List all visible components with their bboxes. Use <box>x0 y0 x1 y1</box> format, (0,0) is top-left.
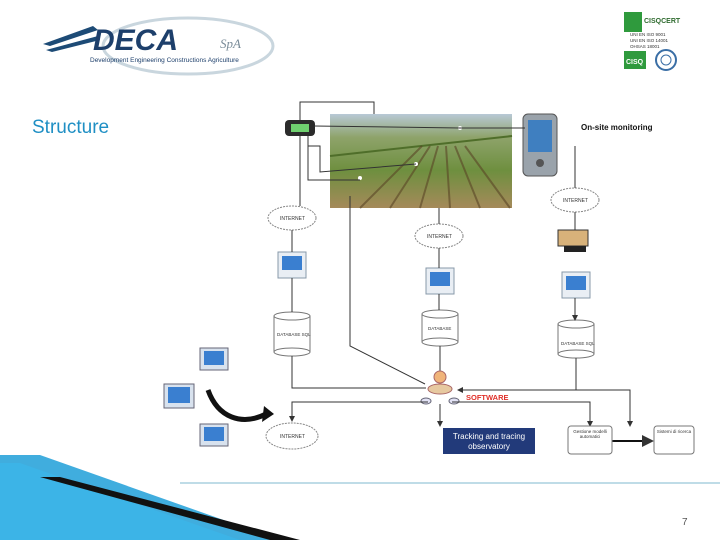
logo-tagline: Development Engineering Constructions Ag… <box>90 57 239 64</box>
laptop-icon-3 <box>199 423 229 447</box>
models-box: Gestione modelli automatici <box>567 425 613 455</box>
pda-icon <box>522 113 558 177</box>
deca-logo: DECA SpA Development Engineering Constru… <box>43 16 275 76</box>
on-site-label: On-site monitoring <box>581 123 653 132</box>
search-label: Sistemi di ricerca <box>656 429 692 434</box>
logo-brand: DECA <box>93 24 178 57</box>
internet-label-3: INTERNET <box>563 198 588 204</box>
cert-line-3: OHSAS 18001 <box>630 44 660 49</box>
observatory-line-1: Tracking and tracing <box>453 432 525 441</box>
models-label: Gestione modelli automatici <box>573 429 607 439</box>
curved-arrow-icon <box>205 389 268 422</box>
slide-title: Structure <box>32 117 110 138</box>
database-1: DATABASE SQL <box>273 311 311 357</box>
gps-device-icon <box>285 120 315 136</box>
logo-swoosh-icon <box>43 26 98 46</box>
telephone-icon <box>557 229 589 252</box>
cert-badge-text: CISQ <box>626 59 644 66</box>
cisqcert-mark-icon <box>624 12 642 32</box>
page-number: 7 <box>682 517 688 528</box>
vineyard-photo <box>329 114 513 209</box>
computer-icon-3 <box>561 271 591 299</box>
user-icon <box>420 370 460 405</box>
database-2: DATABASE <box>421 309 459 347</box>
search-box: Sistemi di ricerca <box>653 425 695 455</box>
database-3: DATABASE SQL <box>557 319 595 359</box>
internet-label-1: INTERNET <box>280 216 305 222</box>
software-label: SOFTWARE <box>466 393 509 402</box>
database-label-3: DATABASE SQL <box>561 341 595 346</box>
iqnet-seal-icon <box>655 49 677 71</box>
observatory-box: Tracking and tracing observatory <box>443 428 535 454</box>
logo-suffix: SpA <box>220 36 241 51</box>
computer-icon-2 <box>425 267 455 295</box>
cert-line-2: UNI EN ISO 14001 <box>630 38 669 43</box>
internet-label-4: INTERNET <box>280 434 305 440</box>
cert-line-1: UNI EN ISO 9001 <box>630 32 666 37</box>
computer-icon-1 <box>277 251 307 279</box>
certification-badge: CISQCERT UNI EN ISO 9001 UNI EN ISO 1400… <box>624 12 681 71</box>
footer-decoration <box>0 455 720 540</box>
cert-brand: CISQCERT <box>644 18 681 25</box>
internet-cloud-3: INTERNET <box>550 187 600 213</box>
internet-cloud-1: INTERNET <box>267 205 317 231</box>
laptop-icon-2 <box>163 383 195 409</box>
internet-label-2: INTERNET <box>427 234 452 240</box>
internet-cloud-4: INTERNET <box>265 422 319 450</box>
internet-cloud-2: INTERNET <box>414 223 464 249</box>
structure-diagram: On-site monitoring INTERNET INTERNET INT… <box>163 101 695 455</box>
laptop-icon-1 <box>199 347 229 371</box>
observatory-line-2: observatory <box>468 442 510 451</box>
database-label-1: DATABASE SQL <box>277 332 311 337</box>
database-label-2: DATABASE <box>428 326 451 331</box>
